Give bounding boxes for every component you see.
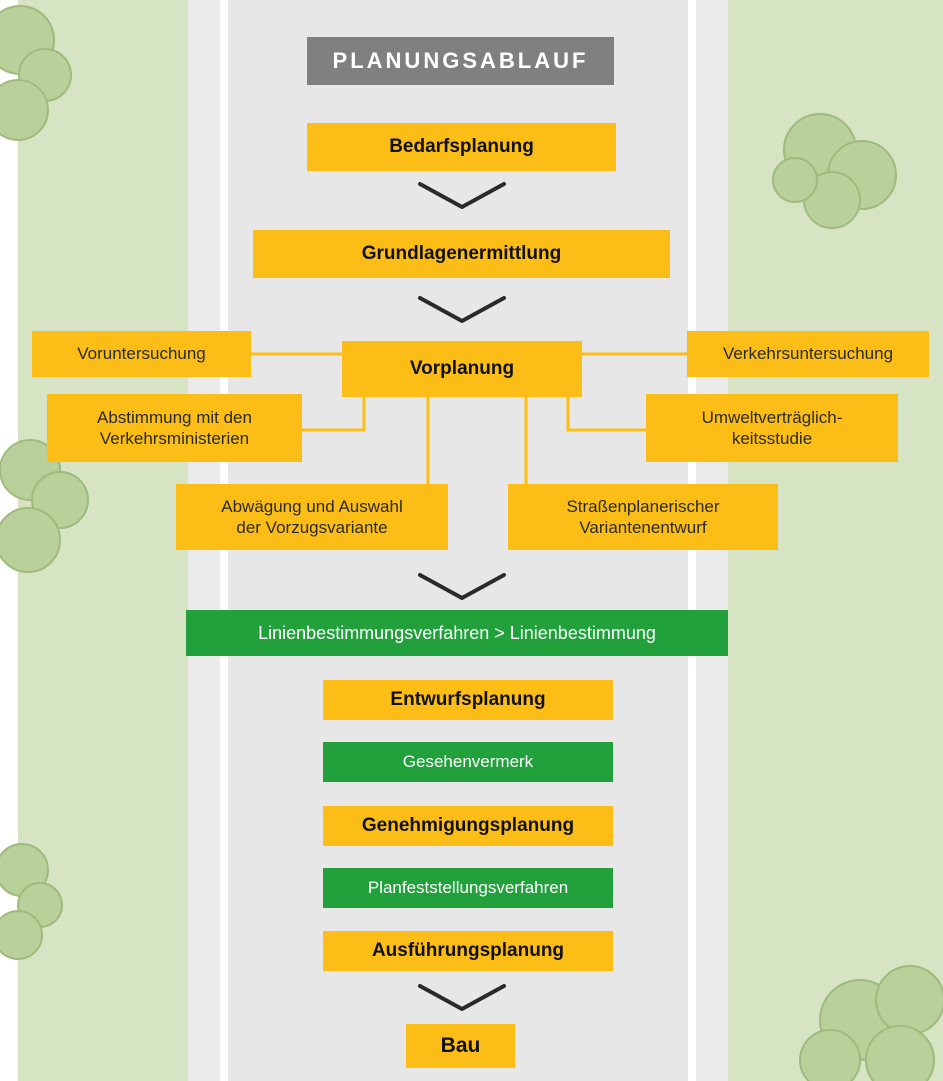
bush-icon — [772, 113, 897, 229]
step-abwaegung: Abwägung und Auswahl der Vorzugsvariante — [176, 484, 448, 550]
bush-icon — [799, 965, 943, 1081]
step-verkehrsuntersuchung: Verkehrsuntersuchung — [687, 331, 929, 377]
step-planfeststellungsverfahren: Planfeststellungsverfahren — [323, 868, 613, 908]
diagram-title: PLANUNGSABLAUF — [307, 37, 614, 85]
step-ausfuehrungsplanung: Ausführungsplanung — [323, 931, 613, 971]
connector-line — [302, 396, 366, 432]
chevron-down-icon — [418, 182, 506, 209]
step-bau: Bau — [406, 1024, 515, 1068]
step-strassenplanerischer-entwurf: Straßenplanerischer Variantenentwurf — [508, 484, 778, 550]
step-vorplanung: Vorplanung — [342, 341, 582, 397]
step-grundlagenermittlung: Grundlagenermittlung — [253, 230, 670, 278]
step-gesehenvermerk: Gesehenvermerk — [323, 742, 613, 782]
bush-icon — [0, 5, 72, 141]
step-abstimmung: Abstimmung mit den Verkehrsministerien — [47, 394, 302, 462]
chevron-down-icon — [418, 573, 506, 600]
bush-icon — [0, 439, 89, 573]
step-entwurfsplanung: Entwurfsplanung — [323, 680, 613, 720]
step-umweltvertraeglichkeitsstudie: Umweltverträglich- keitsstudie — [646, 394, 898, 462]
chevron-down-icon — [418, 984, 506, 1011]
step-voruntersuchung: Voruntersuchung — [32, 331, 251, 377]
bush-icon — [0, 843, 63, 960]
chevron-down-icon — [418, 296, 506, 323]
step-bedarfsplanung: Bedarfsplanung — [307, 123, 616, 171]
connector-line — [566, 396, 646, 432]
step-linienbestimmung: Linienbestimmungsverfahren > Linienbesti… — [186, 610, 728, 656]
step-genehmigungsplanung: Genehmigungsplanung — [323, 806, 613, 846]
